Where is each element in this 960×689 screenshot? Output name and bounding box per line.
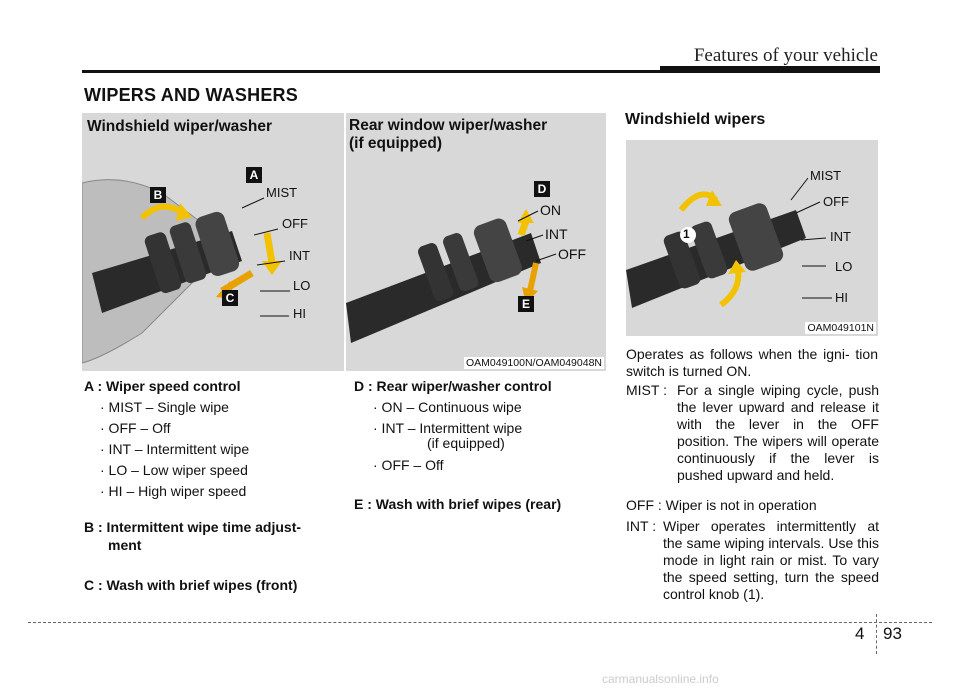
def-d-item-cont: (if equipped) [427,435,505,451]
def-d-item: · INT – Intermittent wipe [373,420,523,436]
def-b-label: B : Intermittent wipe time adjust- [84,519,302,535]
callout-hi: HI [293,306,306,321]
callout-d-badge: D [534,181,550,197]
def-a-item: · HI – High wiper speed [100,483,247,499]
callout-int: INT [830,229,851,244]
footer-rule [28,622,932,623]
windshield-lever-illustration [626,177,832,308]
def-a-label: A : Wiper speed control [84,378,241,394]
callout-e-badge: E [518,296,534,312]
callout-knob-1: 1 [683,227,690,241]
def-d-label: D : Rear wiper/washer control [354,378,552,394]
callout-int: INT [289,248,310,263]
def-c-label: C : Wash with brief wipes (front) [84,577,298,593]
def-a-item: · OFF – Off [100,420,171,436]
chapter-number: 4 [855,624,865,643]
panel-title-windshield-wiper-washer: Windshield wiper/washer [87,118,273,136]
callout-on: ON [540,202,561,218]
mist-description: For a single wiping cycle, push the leve… [677,382,879,483]
rear-wiper-lever-illustration [346,209,557,343]
def-a-item: · MIST – Single wipe [100,399,229,415]
callout-off: OFF [823,194,849,209]
figure-windshield-wipers: 1 MIST OFF INT LO HI OAM049101N [626,140,878,336]
figure-caption-rear: OAM049100N/OAM049048N [464,357,604,369]
running-header: Features of your vehicle [693,45,878,66]
int-description: Wiper operates intermittently at the sam… [663,518,879,602]
figure-rear-window-wiper: Rear window wiper/washer (if equipped) D… [346,113,606,371]
callout-hi: HI [835,290,848,305]
def-e-label: E : Wash with brief wipes (rear) [354,496,562,512]
callout-c-badge: C [222,290,238,306]
int-term: INT : [626,518,657,534]
def-d-item: · ON – Continuous wipe [373,399,522,415]
off-line: OFF : Wiper is not in operation [626,497,817,513]
intro-paragraph: Operates as follows when the igni- tion … [626,346,878,379]
callout-lo: LO [293,278,311,293]
def-a-item: · LO – Low wiper speed [100,462,248,478]
callout-mist: MIST [266,185,298,200]
watermark: carmanualsonline.info [602,672,719,686]
callout-a-badge: A [246,167,262,183]
callout-off: OFF [558,246,586,262]
wiper-lever-illustration [82,179,290,364]
callout-b-badge: B [150,187,166,203]
figure-caption-front: OAM049101N [805,322,876,334]
panel-title-rear-wiper-line1: Rear window wiper/washer [349,117,548,134]
callout-lo: LO [835,259,853,274]
panel-title-windshield-wipers: Windshield wipers [625,111,766,128]
header-rule [82,70,880,73]
callout-int: INT [545,226,568,242]
page-number: 93 [883,624,902,643]
def-b-cont: ment [108,537,142,553]
callout-mist: MIST [810,168,842,183]
header-accent-bar [660,66,880,72]
mist-term: MIST : [626,382,667,398]
def-d-item: · OFF – Off [373,457,444,473]
page-number-separator [876,614,877,654]
def-a-item: · INT – Intermittent wipe [100,441,250,457]
panel-title-rear-wiper-line2: (if equipped) [349,135,442,152]
callout-off: OFF [282,216,308,231]
figure-windshield-wiper-washer: A B C MIST OFF INT LO HI [82,113,344,371]
section-title: WIPERS AND WASHERS [84,85,298,105]
